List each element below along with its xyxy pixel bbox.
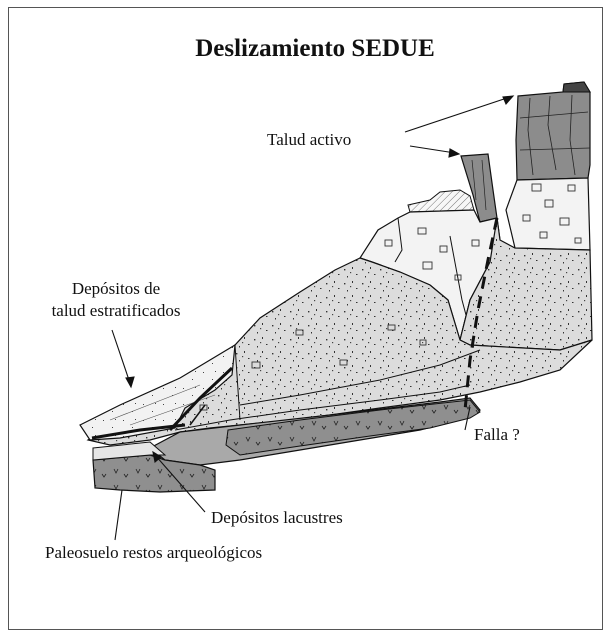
bedding-lines (91, 366, 234, 440)
paleosoil-block (92, 441, 216, 493)
active-slope-block (407, 153, 498, 223)
label-depositos-lacustres: Depósitos lacustres (211, 508, 343, 527)
stratified-talus-deposits (79, 343, 236, 441)
label-paleosuelo: Paleosuelo restos arqueológicos (45, 543, 262, 562)
boulder-deposit-middle (359, 209, 501, 343)
label-talud-activo: Talud activo (267, 130, 351, 149)
label-depositos-talud-line1: Depósitos de (72, 279, 160, 298)
boulder-deposit-right (505, 177, 591, 251)
annotation-arrows (111, 95, 515, 541)
label-depositos-talud-line2: talud estratificados (52, 301, 181, 320)
lacustrine-deposits (148, 397, 481, 466)
upper-bedrock-block (515, 81, 591, 181)
fault-line (463, 217, 499, 411)
label-falla: Falla ? (474, 425, 520, 444)
diagram-title: Deslizamiento SEDUE (195, 35, 435, 62)
